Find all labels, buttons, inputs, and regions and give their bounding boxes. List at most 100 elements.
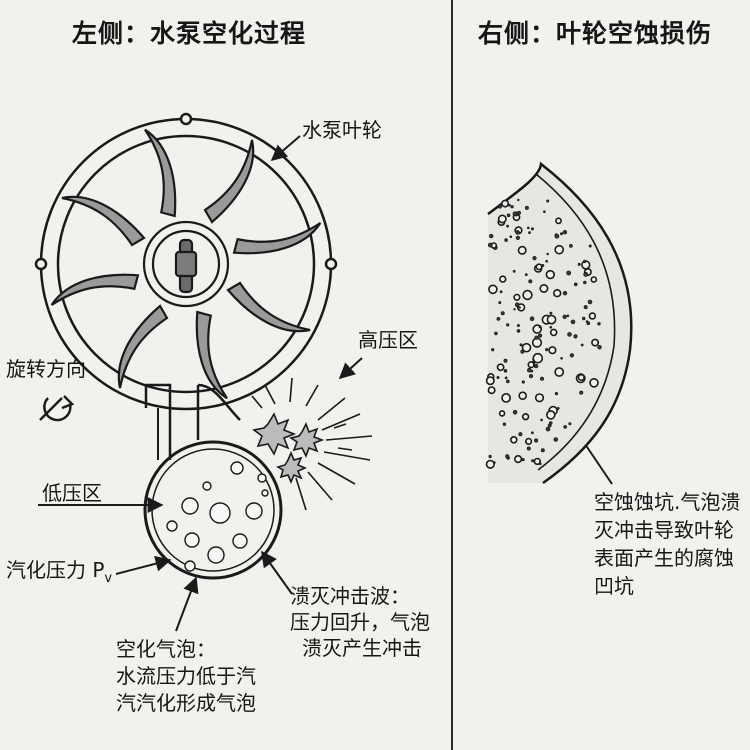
erosion-pit (580, 343, 584, 347)
erosion-pit (560, 356, 563, 360)
erosion-pit (522, 289, 533, 301)
erosion-pit (505, 379, 510, 384)
erosion-pit (501, 199, 510, 208)
erosion-pit (506, 323, 510, 327)
erosion-pit (492, 461, 496, 464)
collapse-burst (251, 377, 373, 511)
erosion-pit (532, 352, 544, 364)
erosion-pit (485, 376, 495, 386)
erosion-pit (524, 437, 533, 446)
erosion-pit (521, 457, 525, 462)
erosion-pit (539, 283, 549, 293)
erosion-pit (554, 244, 565, 255)
right-panel-title: 右侧：叶轮空蚀损伤 (478, 19, 713, 48)
collapse-shockwave-label: 溃灭冲击波： 压力回升，气泡 溃灭产生冲击 (290, 584, 430, 660)
erosion-pit (521, 342, 532, 353)
erosion-pit (587, 299, 593, 305)
erosion-pit (566, 314, 570, 318)
impeller-label: 水泵叶轮 (302, 118, 382, 142)
erosion-pit (552, 289, 562, 298)
erosion-pit (514, 302, 520, 308)
erosion-pit (521, 380, 525, 384)
erosion-pit (597, 345, 602, 350)
erosion-pit (500, 311, 505, 316)
erosion-pit (504, 238, 508, 242)
erosion-pit (560, 232, 564, 236)
vapor-pressure-label: 汽化压力 Pv (6, 558, 113, 586)
erosion-pit (509, 235, 513, 239)
rotation-direction-icon (39, 395, 75, 422)
erosion-pit (545, 347, 549, 352)
erosion-pit (489, 233, 494, 239)
high-pressure-label: 高压区 (358, 328, 418, 352)
erosion-pit (546, 252, 549, 256)
erosion-pit (553, 437, 559, 442)
impeller (49, 127, 323, 401)
erosion-pit (515, 235, 521, 240)
erosion-pit (496, 316, 501, 321)
panel-divider (451, 0, 453, 750)
erosion-pit (562, 291, 568, 296)
erosion-pit (543, 210, 546, 214)
erosion-pit (549, 328, 558, 337)
erosion-pit (588, 244, 592, 248)
pump-housing (34, 112, 338, 460)
erosion-pit (556, 406, 560, 410)
erosion-pit (570, 319, 576, 325)
erosion-pit (491, 348, 495, 352)
erosion-pit (497, 204, 502, 209)
erosion-pit (502, 422, 507, 426)
erosion-pit (545, 269, 555, 280)
erosion-pit (529, 316, 535, 322)
erosion-pit (546, 199, 550, 203)
erosion-pit (537, 333, 543, 338)
erosion-pit (583, 280, 587, 285)
erosion-pit (579, 390, 584, 395)
erosion-pit (563, 425, 567, 429)
erosion-pit (510, 205, 514, 209)
erosion-pit (533, 438, 539, 443)
erosion-pit (526, 367, 532, 373)
erosion-pit (546, 314, 557, 325)
erosion-pit (488, 284, 498, 295)
erosion-pit (503, 358, 508, 363)
erosion-pit (533, 457, 541, 466)
erosion-pits (485, 198, 602, 469)
erosion-pit (562, 314, 567, 319)
erosion-pit (591, 338, 600, 347)
erosion-pit (505, 454, 510, 459)
erosion-pit (583, 271, 589, 277)
erosion-pit (573, 334, 578, 339)
erosion-pit (497, 214, 507, 224)
erosion-pit (496, 375, 500, 379)
erosion-pit (589, 377, 599, 388)
erosion-pit (530, 227, 534, 231)
erosion-pit (498, 410, 506, 417)
erosion-pit (515, 230, 520, 235)
left-panel-title: 左侧：水泵空化过程 (72, 19, 307, 48)
erosion-pit (509, 435, 518, 444)
erosion-pit (506, 213, 511, 218)
erosion-pit (487, 242, 493, 248)
erosion-pit (504, 376, 508, 380)
erosion-pit (516, 329, 521, 333)
erosion-pit (532, 255, 537, 261)
leader-lines (38, 135, 613, 632)
erosion-pit (545, 426, 551, 432)
erosion-pit (540, 418, 543, 422)
erosion-pit (513, 308, 516, 311)
erosion-pit (526, 446, 531, 451)
erosion-pit (540, 448, 545, 453)
low-pressure-label: 低压区 (42, 481, 102, 505)
cavitation-bubbles (166, 461, 269, 572)
erosion-pit (517, 245, 527, 255)
erosion-pit (534, 335, 539, 340)
erosion-pit (590, 276, 598, 283)
erosion-pit (569, 353, 575, 358)
erosion-pit (597, 322, 601, 326)
rotation-direction-label: 旋转方向 (6, 357, 86, 381)
erosion-pit (498, 301, 502, 305)
erosion-pit (538, 462, 542, 466)
erosion-pit (506, 224, 510, 228)
